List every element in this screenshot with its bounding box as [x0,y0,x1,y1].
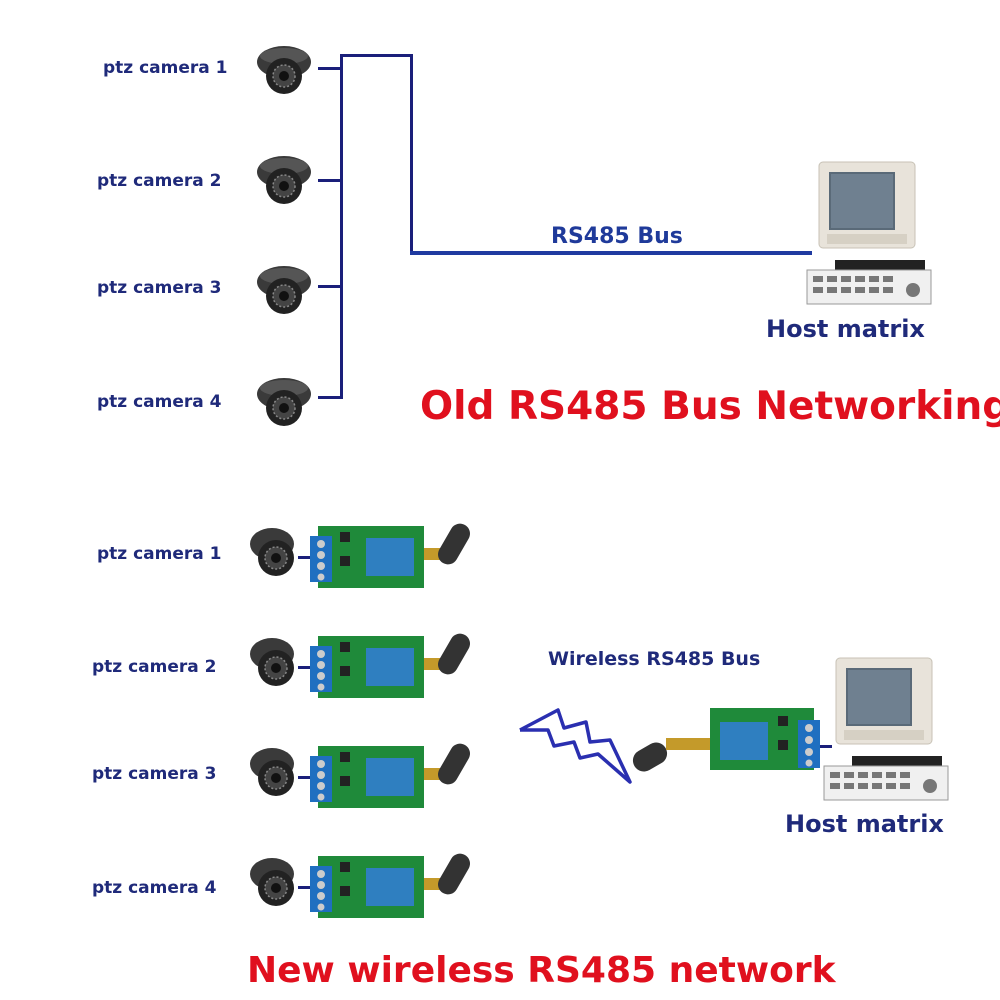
new-camera-3-label: ptz camera 3 [92,764,217,784]
dome-camera-icon [257,156,311,204]
camera-wireless-module-3 [250,743,470,808]
host-module-wire [820,745,832,748]
camera-1-stub-wire [318,67,342,70]
dome-camera-icon [250,638,294,686]
dome-camera-icon [257,46,311,94]
dome-camera-icon [250,528,294,576]
camera-module-wire [298,666,310,669]
host-matrix-computer-icon [823,657,949,801]
host-matrix-computer-icon [806,161,932,305]
bus-top-wire [340,54,412,57]
camera-wireless-module-4 [250,853,470,918]
dome-camera-icon [250,748,294,796]
rs485-wireless-module-icon [310,633,470,698]
camera-module-wire [298,556,310,559]
rs485-wireless-module-icon [310,743,470,808]
dome-camera-icon [257,266,311,314]
camera-3-stub-wire [318,285,342,288]
dome-camera-icon [250,858,294,906]
camera-module-wire [298,776,310,779]
old-camera-2-label: ptz camera 2 [97,171,222,191]
camera-wireless-module-1 [250,523,470,588]
wireless-signal-lightning-icon [519,708,632,784]
old-camera-4-label: ptz camera 4 [97,392,222,412]
wireless-rs485-bus-label: Wireless RS485 Bus [548,648,761,670]
old-camera-1-label: ptz camera 1 [103,58,228,78]
dome-camera-icon [257,378,311,426]
vertical-bus-wire [340,54,343,399]
new-camera-4-label: ptz camera 4 [92,878,217,898]
rs485-wireless-module-icon [310,853,470,918]
new-camera-1-label: ptz camera 1 [97,544,222,564]
bus-drop-wire [410,54,413,254]
camera-wireless-module-2 [250,633,470,698]
camera-4-stub-wire [318,396,342,399]
rs485-bus-label: RS485 Bus [551,224,683,249]
new-host-matrix-label: Host matrix [785,810,944,838]
new-network-title: New wireless RS485 network [247,950,836,991]
camera-module-wire [298,886,310,889]
host-wireless-module-icon [632,708,820,772]
old-network-title: Old RS485 Bus Networking [420,384,1000,429]
rs485-wireless-module-icon [310,523,470,588]
rs485-bus-wire [410,251,812,255]
new-camera-2-label: ptz camera 2 [92,657,217,677]
camera-2-stub-wire [318,179,342,182]
old-host-matrix-label: Host matrix [766,315,925,343]
old-camera-3-label: ptz camera 3 [97,278,222,298]
